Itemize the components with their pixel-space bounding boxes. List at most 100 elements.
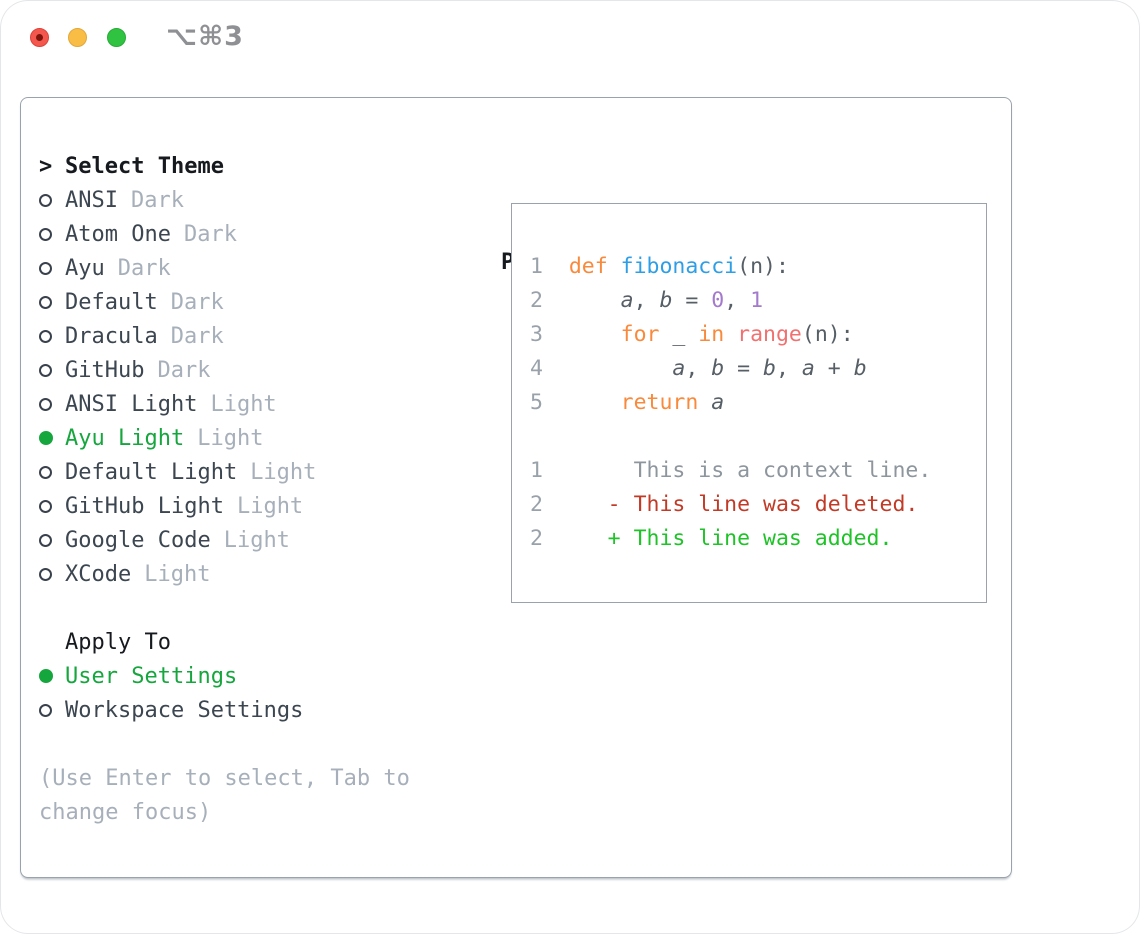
radio-unselected-icon (39, 567, 52, 581)
code-segment: 1 (530, 458, 569, 483)
code-segment: 0 (711, 288, 725, 313)
code-segment: + This line was added. (568, 526, 893, 551)
code-segment: = (724, 356, 764, 381)
theme-variant-tag: Light (197, 425, 264, 451)
zoom-button[interactable] (107, 27, 126, 47)
radio-unselected-icon (39, 329, 52, 343)
theme-option-github[interactable]: GitHub Dark (39, 353, 489, 387)
spacer (39, 727, 489, 761)
theme-option-ansi[interactable]: ANSI Dark (39, 183, 489, 217)
code-segment: 1 (530, 254, 569, 279)
apply-option-user-settings[interactable]: User Settings (39, 659, 489, 693)
radio-unselected-icon (39, 193, 52, 207)
code-segment: , (633, 288, 660, 313)
spacer (39, 591, 489, 625)
radio-marker (39, 329, 65, 343)
code-segment: a (711, 390, 725, 415)
radio-unselected-icon (39, 499, 52, 513)
preview-box: 1 def fibonacci(n): 2 a, b = 0, 1 3 for … (511, 203, 987, 603)
radio-unselected-icon (39, 465, 52, 479)
radio-marker (39, 295, 65, 309)
code-segment: 3 (530, 322, 569, 347)
window-title: ⌥⌘3 (166, 21, 244, 52)
theme-name: XCode (65, 561, 132, 587)
code-segment (569, 288, 621, 313)
theme-variant-tag: Dark (170, 289, 224, 315)
apply-to-title: Apply To (65, 629, 171, 655)
theme-option-ayu[interactable]: Ayu Dark (39, 251, 489, 285)
radio-unselected-icon (39, 295, 52, 309)
theme-name: Dracula (65, 323, 158, 349)
code-segment: _ (659, 322, 699, 347)
radio-marker (39, 499, 65, 513)
minimize-button[interactable] (68, 27, 87, 47)
radio-marker (39, 533, 65, 547)
radio-marker (39, 261, 65, 275)
theme-option-ayu-light[interactable]: Ayu Light Light (39, 421, 489, 455)
code-segment: in (698, 322, 725, 347)
code-segment (569, 356, 673, 381)
code-segment: b (853, 356, 867, 381)
theme-name: GitHub (65, 357, 145, 383)
theme-name: Default Light (65, 459, 238, 485)
theme-variant-tag: Dark (130, 187, 184, 213)
code-segment (569, 390, 621, 415)
code-segment: a (672, 356, 686, 381)
theme-name: Atom One (65, 221, 171, 247)
apply-option-label: User Settings (65, 663, 238, 689)
code-segment: range (737, 322, 802, 347)
code-segment: b (659, 288, 673, 313)
theme-name: GitHub Light (65, 493, 224, 519)
code-segment: - This line was deleted. (568, 492, 919, 517)
theme-option-atom-one[interactable]: Atom One Dark (39, 217, 489, 251)
code-segment: 5 (530, 390, 569, 415)
code-segment: , (776, 356, 802, 381)
close-button[interactable] (30, 27, 49, 47)
code-segment: , (685, 356, 712, 381)
code-segment: 2 (530, 288, 569, 313)
code-segment: fibonacci (620, 254, 738, 279)
code-segment: a (801, 356, 815, 381)
code-segment: 1 (750, 288, 764, 313)
code-segment: 2 (530, 526, 569, 551)
theme-name: Ayu (65, 255, 105, 281)
code-segment: , (724, 288, 751, 313)
radio-selected-icon (39, 669, 53, 683)
radio-unselected-icon (39, 703, 52, 717)
radio-selected-icon (39, 431, 53, 445)
theme-name: ANSI (65, 187, 118, 213)
theme-variant-tag: Dark (117, 255, 171, 281)
code-preview: 1 def fibonacci(n): 2 a, b = 0, 1 3 for … (512, 204, 986, 556)
theme-variant-tag: Dark (183, 221, 237, 247)
theme-list-title: Select Theme (65, 153, 224, 179)
theme-variant-tag: Light (223, 527, 290, 553)
theme-name: Ayu Light (65, 425, 185, 451)
theme-variant-tag: Dark (157, 357, 211, 383)
radio-marker (39, 227, 65, 241)
code-segment: b (763, 356, 776, 381)
radio-marker (39, 465, 65, 479)
apply-option-workspace-settings[interactable]: Workspace Settings (39, 693, 489, 727)
code-segment: This is a context line. (568, 458, 932, 483)
code-segment: for (620, 322, 660, 347)
radio-unselected-icon (39, 533, 52, 547)
code-segment: def (568, 254, 621, 279)
code-segment: (n): (801, 322, 854, 347)
code-segment: = (672, 288, 712, 313)
theme-variant-tag: Light (210, 391, 277, 417)
code-segment (569, 322, 621, 347)
code-segment: b (711, 356, 725, 381)
theme-list-header: >Select Theme (39, 149, 489, 183)
code-segment: a (620, 288, 634, 313)
